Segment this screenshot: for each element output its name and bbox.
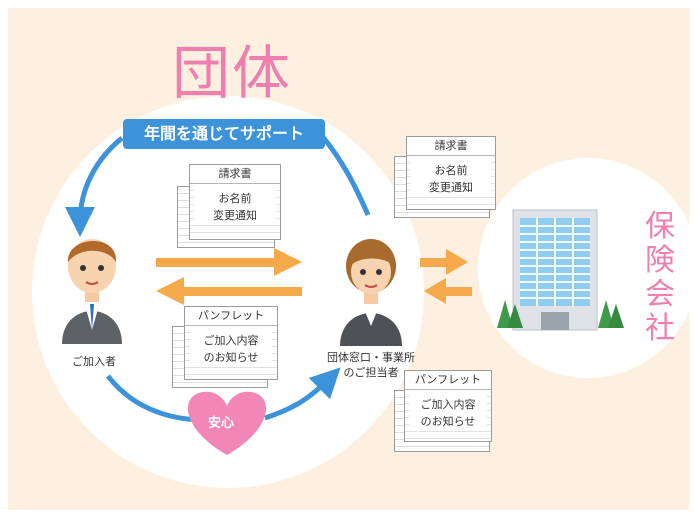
arrow-to-contact xyxy=(156,248,302,276)
document-header: 請求書 xyxy=(407,137,495,156)
document-front-sheet: 請求書 お名前 変更通知 xyxy=(189,164,281,240)
document-header: パンフレット xyxy=(405,371,491,390)
tree-icon-left xyxy=(497,300,523,328)
document-line: お名前 xyxy=(411,162,491,179)
arrow-to-subscriber xyxy=(156,277,302,305)
contact-label-line1: 団体窓口・事業所 xyxy=(327,351,415,364)
document-front-sheet: 請求書 お名前 変更通知 xyxy=(406,136,496,210)
contact-label-line2: のご担当者 xyxy=(343,366,399,379)
document-line: ご加入内容 xyxy=(409,396,487,413)
cycle-arrow-bottom-right xyxy=(264,367,341,421)
document-line: のお知らせ xyxy=(189,349,273,366)
document-line: お名前 xyxy=(194,190,276,207)
document-line: のお知らせ xyxy=(409,413,487,430)
insurer-title: 保険会社 xyxy=(645,209,675,346)
subscriber-person-icon xyxy=(62,239,122,344)
document-line: ご加入内容 xyxy=(189,332,273,349)
document-header: 請求書 xyxy=(190,165,280,184)
cycle-arrow-top-left xyxy=(65,136,124,237)
group-title: 団体 xyxy=(172,39,293,107)
heart-icon xyxy=(187,391,267,455)
support-banner: 年間を通じてサポート xyxy=(123,119,325,149)
arrow-to-group xyxy=(424,278,472,304)
document-line: 変更通知 xyxy=(411,179,491,196)
cycle-arrow-top-right xyxy=(320,134,371,216)
contact-label: 団体窓口・事業所 のご担当者 xyxy=(306,350,436,380)
tree-icon-right xyxy=(598,300,624,328)
building-icon xyxy=(512,209,598,331)
contact-person-icon xyxy=(340,239,402,346)
arrow-to-insurer xyxy=(420,249,468,275)
document-header: パンフレット xyxy=(185,307,277,326)
document-line: 変更通知 xyxy=(194,207,276,224)
relief-label: 安心 xyxy=(208,416,235,431)
subscriber-label: ご加入者 xyxy=(72,355,116,368)
document-front-sheet: パンフレット ご加入内容 のお知らせ xyxy=(184,306,278,380)
document-front-sheet: パンフレット ご加入内容 のお知らせ xyxy=(404,370,492,442)
